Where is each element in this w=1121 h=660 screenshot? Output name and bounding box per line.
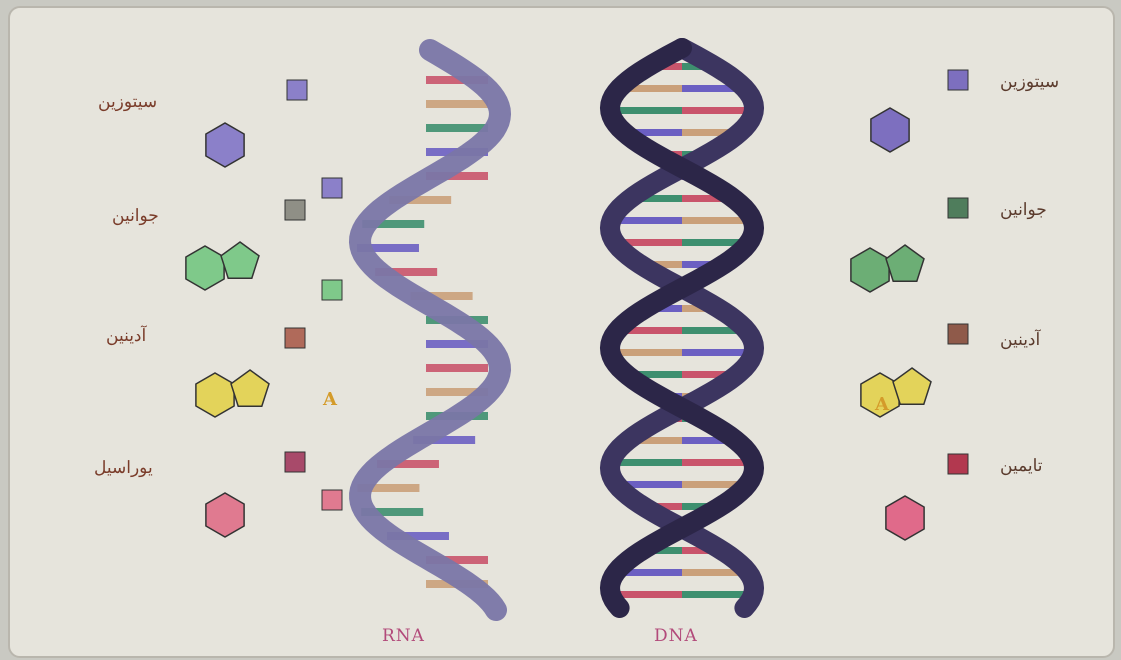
cytosine-square-icon (287, 80, 307, 100)
guanine-ring-icon (886, 245, 924, 281)
uracil-square-icon (322, 490, 342, 510)
rna-base-rung (426, 124, 488, 132)
dna-label-guanine: جوانین (1000, 200, 1047, 220)
cytosine-square-icon (948, 70, 968, 90)
adenine-ring-icon (893, 368, 931, 404)
thymine-square-icon (948, 454, 968, 474)
adenine-letter: A (322, 389, 338, 410)
rna-label-cytosine: سیتوزین (98, 92, 157, 112)
rna-backbone (360, 50, 500, 610)
guanine-square-icon (948, 198, 968, 218)
rna-base-rung (426, 100, 488, 108)
guanine-ring-icon (221, 242, 259, 278)
rna-base-rung (426, 364, 488, 372)
adenine-square-icon (285, 328, 305, 348)
rna-label-guanine: جوانین (112, 206, 159, 226)
adenine-letter: A (874, 394, 890, 415)
cytosine-molecule-icon (871, 108, 909, 152)
adenine-ring-icon (231, 370, 269, 406)
cytosine-molecule-icon (206, 123, 244, 167)
guanine-square-icon (322, 280, 342, 300)
adenine-square-icon (948, 324, 968, 344)
uracil-molecule-icon (206, 493, 244, 537)
uracil-square-icon (285, 452, 305, 472)
cytosine-square-icon (322, 178, 342, 198)
rna-label-uracil: یوراسیل (94, 458, 153, 478)
guanine-molecule-icon (186, 246, 224, 290)
rna-label-adenine: آدینین (106, 326, 146, 346)
adenine-molecule-icon (196, 373, 234, 417)
guanine-square-icon (285, 200, 305, 220)
dna-label-cytosine: سیتوزین (1000, 72, 1059, 92)
dna-label-adenine: آدینین (1000, 330, 1040, 350)
rna-caption: RNA (382, 626, 425, 646)
dna-label-thymine: تایمین (1000, 456, 1043, 476)
dna-caption: DNA (654, 626, 698, 646)
guanine-molecule-icon (851, 248, 889, 292)
thymine-molecule-icon (886, 496, 924, 540)
